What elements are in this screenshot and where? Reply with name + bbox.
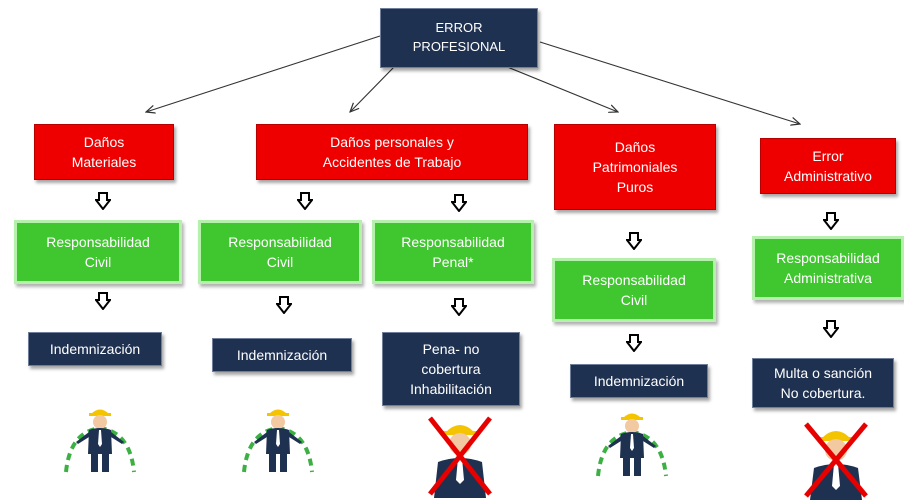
down-arrow-icon <box>823 212 839 230</box>
arrow-to-danos-materiales <box>146 35 381 112</box>
down-arrow-icon <box>95 192 111 210</box>
down-arrow-icon <box>626 232 642 250</box>
outcome-indemnizacion-materiales: Indemnización <box>28 332 162 366</box>
responsabilidad-penal: Responsabilidad Penal* <box>372 220 534 284</box>
worker-covered-icon <box>64 409 136 473</box>
category-danos-personales: Daños personales y Accidentes de Trabajo <box>256 124 528 180</box>
down-arrow-icon <box>626 334 642 352</box>
arrow-to-danos-patrimoniales <box>504 65 618 112</box>
responsabilidad-civil-patrimoniales: Responsabilidad Civil <box>552 258 716 322</box>
outcome-multa-sancion: Multa o sanción No cobertura. <box>752 358 894 408</box>
down-arrow-icon <box>297 192 313 210</box>
worker-crossed-out-icon <box>428 416 492 498</box>
outcome-indemnizacion-patrimoniales: Indemnización <box>570 364 708 398</box>
category-danos-materiales: Daños Materiales <box>34 124 174 180</box>
category-error-administrativo: Error Administrativo <box>760 138 896 194</box>
arrow-to-danos-personales <box>350 65 396 112</box>
root-error-profesional: ERROR PROFESIONAL <box>380 8 538 68</box>
responsabilidad-civil-personales: Responsabilidad Civil <box>198 220 362 284</box>
outcome-indemnizacion-personales: Indemnización <box>212 338 352 372</box>
down-arrow-icon <box>276 296 292 314</box>
worker-crossed-out-icon <box>804 422 868 500</box>
worker-covered-icon <box>242 409 314 473</box>
outcome-pena-no-cobertura: Pena- no cobertura Inhabilitación <box>382 332 520 406</box>
category-danos-patrimoniales: Daños Patrimoniales Puros <box>554 124 716 210</box>
down-arrow-icon <box>451 298 467 316</box>
arrow-to-error-administrativo <box>539 41 800 124</box>
down-arrow-icon <box>95 292 111 310</box>
down-arrow-icon <box>823 320 839 338</box>
worker-covered-icon <box>596 413 668 477</box>
responsabilidad-civil-materiales: Responsabilidad Civil <box>14 220 182 284</box>
down-arrow-icon <box>451 194 467 212</box>
responsabilidad-administrativa: Responsabilidad Administrativa <box>752 236 904 300</box>
